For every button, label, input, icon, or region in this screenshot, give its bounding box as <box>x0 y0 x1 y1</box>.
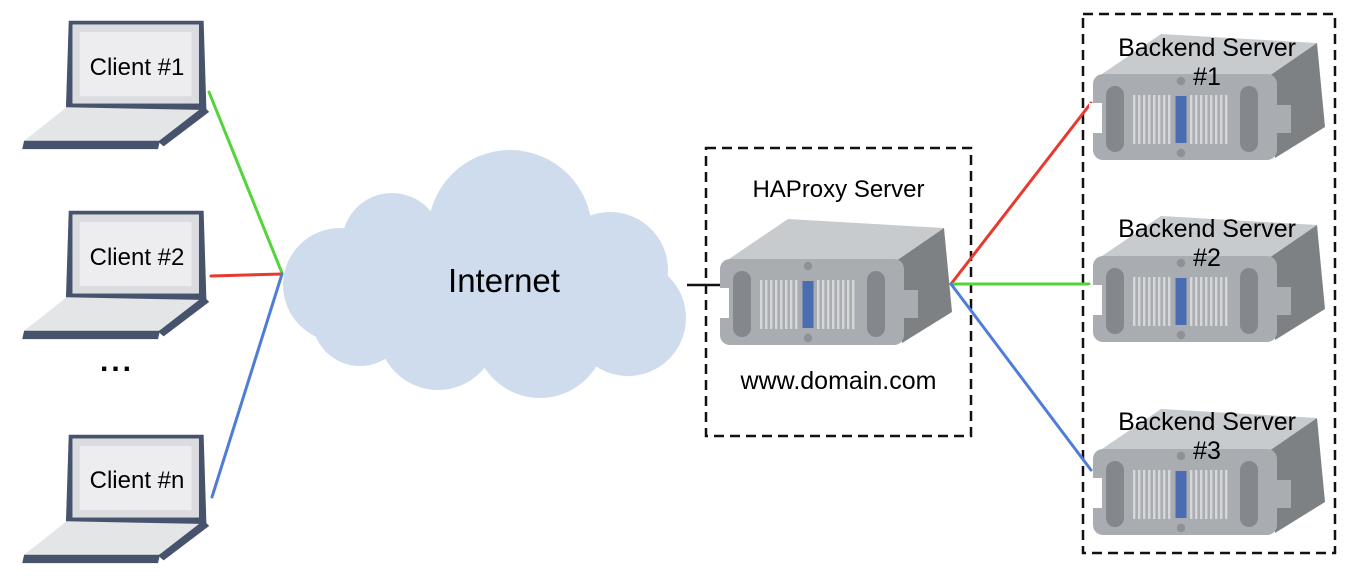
client-1-label: Client #1 <box>89 54 185 81</box>
client-n-laptop-icon <box>22 434 210 564</box>
client-2-label: Client #2 <box>89 244 185 271</box>
backend-server-2-label: Backend Server #2 <box>1087 215 1327 273</box>
backend-server-1-label-line1: Backend Server <box>1118 34 1296 62</box>
haproxy-server-icon <box>716 219 952 345</box>
client1-internet-link-green <box>207 90 284 275</box>
haproxy-backend1-link-red <box>949 101 1093 286</box>
internet-label: Internet <box>448 262 560 299</box>
clients-ellipsis: ... <box>99 345 134 378</box>
haproxy-title: HAProxy Server <box>752 176 925 203</box>
haproxy-boundary-box <box>704 146 973 438</box>
client-n-label: Client #n <box>89 467 185 494</box>
client-2-laptop-icon <box>22 210 210 340</box>
haproxy-backend3-link-blue <box>949 282 1093 472</box>
backend-server-3-label-line1: Backend Server <box>1118 408 1296 436</box>
backend-server-3-label-line2: #3 <box>1193 437 1221 465</box>
backend-server-2-label-line2: #2 <box>1193 244 1221 272</box>
haproxy-domain: www.domain.com <box>740 367 937 395</box>
internet-cloud-icon <box>283 150 686 398</box>
backend-server-3-label: Backend Server #3 <box>1087 408 1327 466</box>
backend-server-1-label: Backend Server #1 <box>1087 34 1327 92</box>
client-1-laptop-icon <box>22 20 210 150</box>
client2-internet-link-red <box>209 272 284 278</box>
clientn-internet-link-blue <box>210 272 284 499</box>
backend-server-1-label-line2: #1 <box>1193 63 1221 91</box>
backend-server-2-label-line1: Backend Server <box>1118 215 1296 243</box>
